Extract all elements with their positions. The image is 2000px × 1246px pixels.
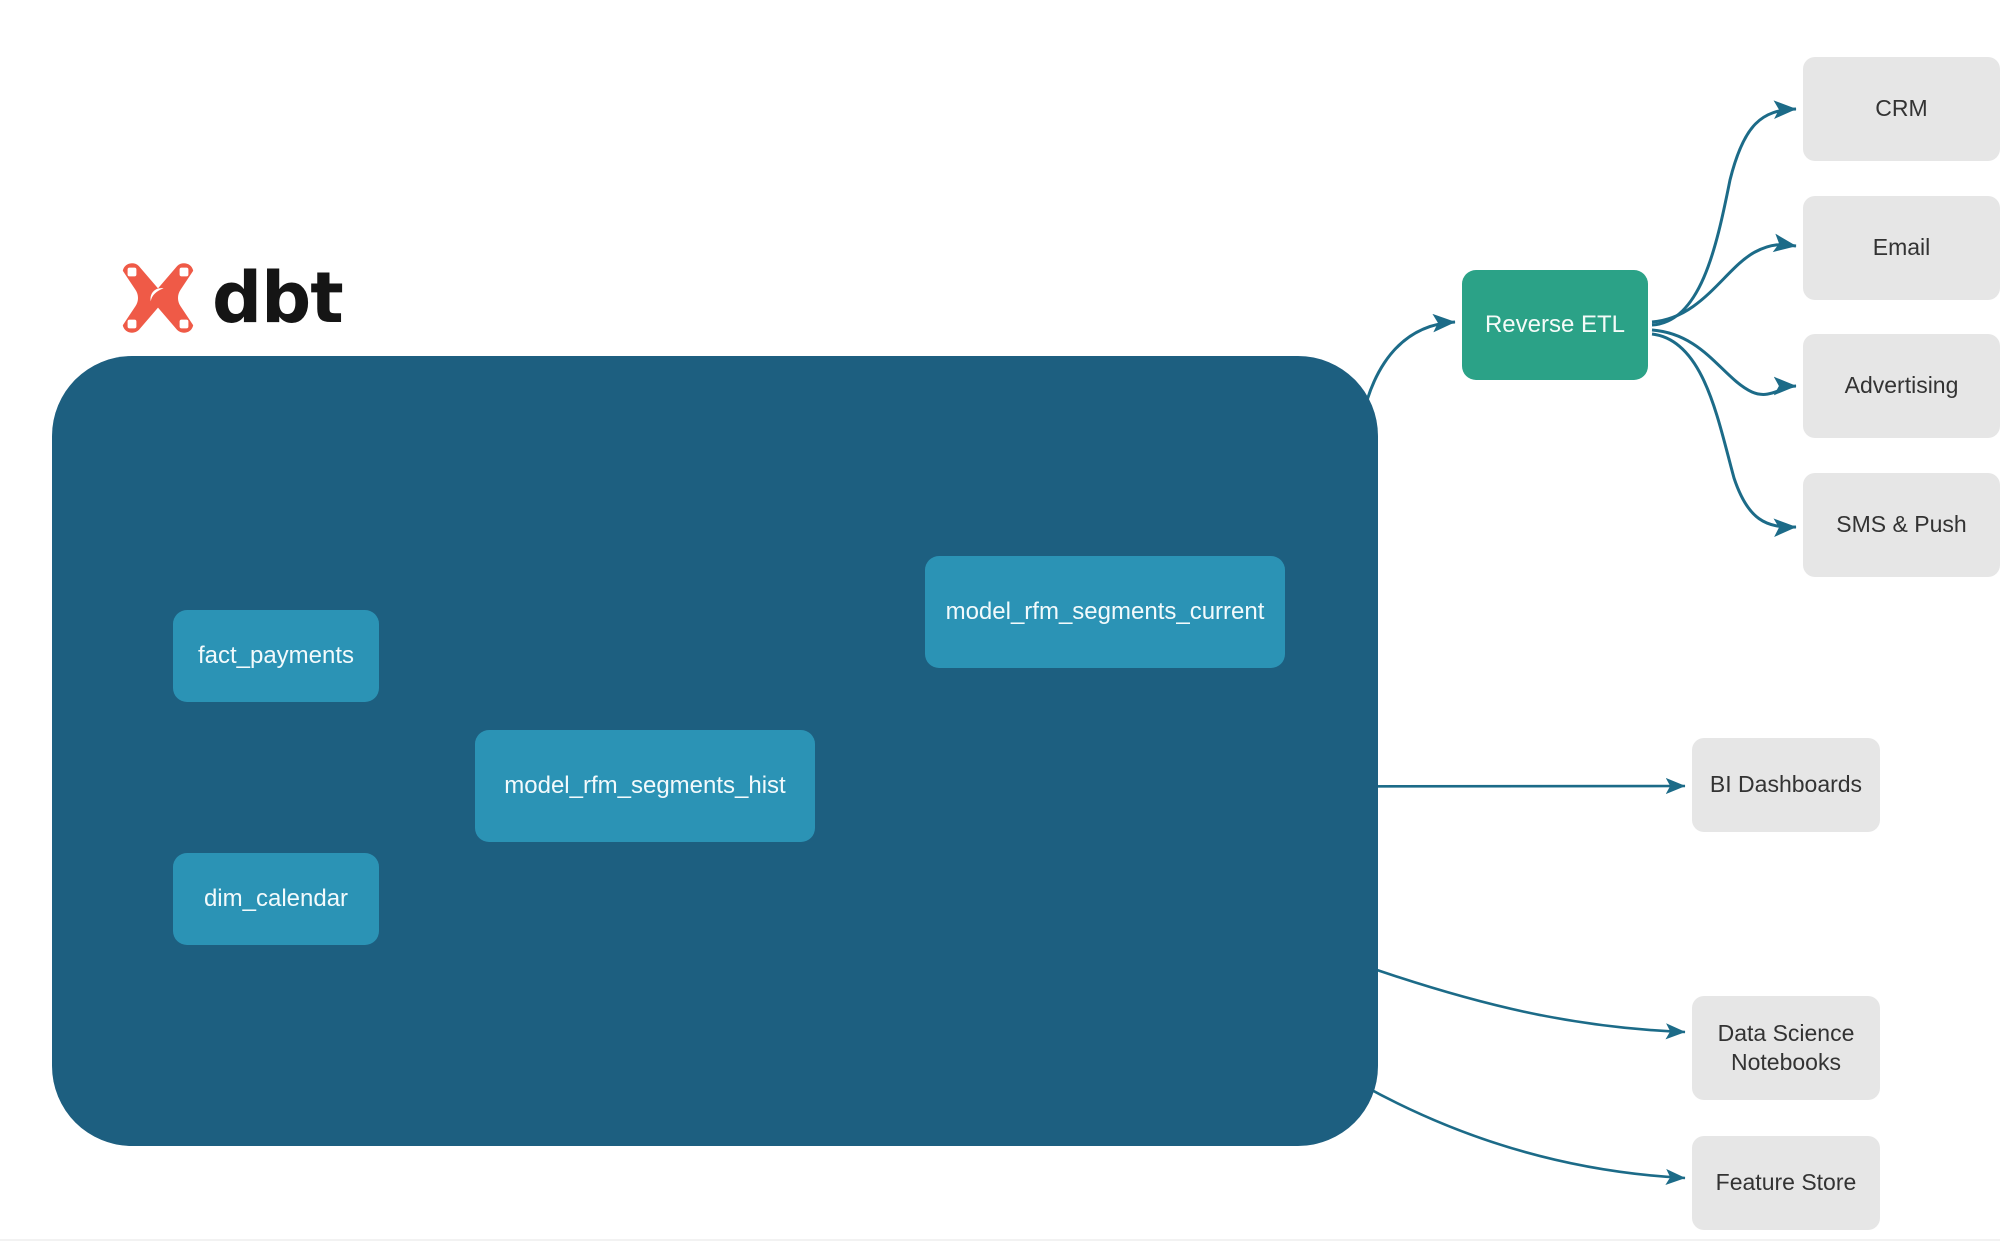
dbt-logo: dbt (118, 257, 344, 339)
model-node-model-rfm-segments-current[interactable]: model_rfm_segments_current (925, 556, 1285, 668)
edge-reverse-etl-to-advertising (1651, 328, 1797, 396)
consumer-node-label: BI Dashboards (1709, 771, 1863, 798)
model-node-model-rfm-segments-hist[interactable]: model_rfm_segments_hist (475, 730, 815, 842)
consumer-node-label: CRM (1875, 95, 1928, 122)
consumer-node-feature-store[interactable]: Feature Store (1692, 1136, 1880, 1230)
consumer-node-sms-push[interactable]: SMS & Push (1803, 473, 2000, 577)
model-node-label: model_rfm_segments_hist (504, 772, 786, 799)
model-node-fact-payments[interactable]: fact_payments (173, 610, 379, 702)
model-node-label: dim_calendar (203, 885, 349, 912)
consumer-node-label: Feature Store (1715, 1169, 1857, 1196)
reverse-etl-label: Reverse ETL (1484, 311, 1626, 338)
consumer-node-email[interactable]: Email (1803, 196, 2000, 300)
edge-reverse-etl-to-crm (1651, 100, 1797, 327)
consumer-node-crm[interactable]: CRM (1803, 57, 2000, 161)
model-node-label: model_rfm_segments_current (945, 598, 1265, 625)
consumer-node-label: Data Science Notebooks (1717, 1019, 1855, 1075)
dbt-wordmark: dbt (212, 257, 344, 339)
consumer-node-data-science-notebooks[interactable]: Data Science Notebooks (1692, 996, 1880, 1100)
page-bottom-edge (0, 1239, 2000, 1241)
edge-reverse-etl-to-sms-push (1651, 332, 1797, 538)
dbt-logo-icon (122, 263, 194, 333)
consumer-node-label: Email (1872, 234, 1931, 261)
consumer-node-bi-dashboards[interactable]: BI Dashboards (1692, 738, 1880, 832)
consumer-node-advertising[interactable]: Advertising (1803, 334, 2000, 438)
consumer-node-label: SMS & Push (1836, 511, 1967, 538)
reverse-etl-node[interactable]: Reverse ETL (1462, 270, 1648, 380)
model-node-dim-calendar[interactable]: dim_calendar (173, 853, 379, 945)
edge-reverse-etl-to-email (1651, 233, 1797, 324)
model-node-label: fact_payments (197, 642, 355, 669)
consumer-node-label: Advertising (1844, 372, 1959, 399)
